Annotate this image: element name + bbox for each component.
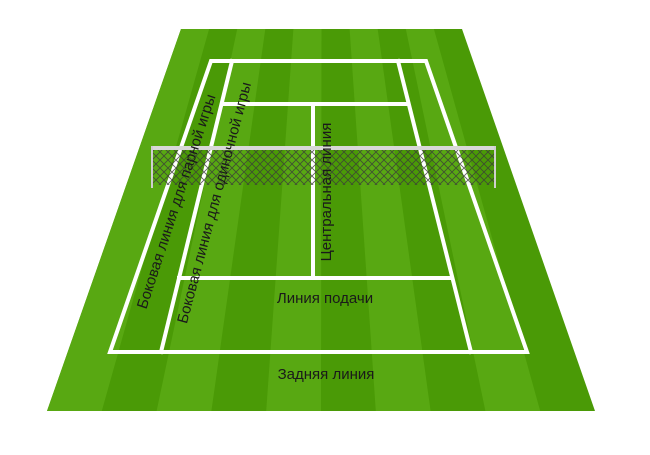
net [151,146,496,188]
grass-stripe [266,29,322,411]
grass-stripes [47,29,541,411]
baseline-label: Задняя линия [278,366,375,383]
right-singles-sideline [395,58,474,355]
service-line-label: Линия подачи [277,290,373,307]
grass-stripe [156,29,266,411]
doubles-court-outline [107,59,530,354]
left-singles-sideline [158,58,235,355]
grass-stripe [349,29,431,411]
center-line-label: Центральная линия [318,123,335,262]
grass-stripe [405,29,541,411]
grass-stripe [47,29,210,411]
